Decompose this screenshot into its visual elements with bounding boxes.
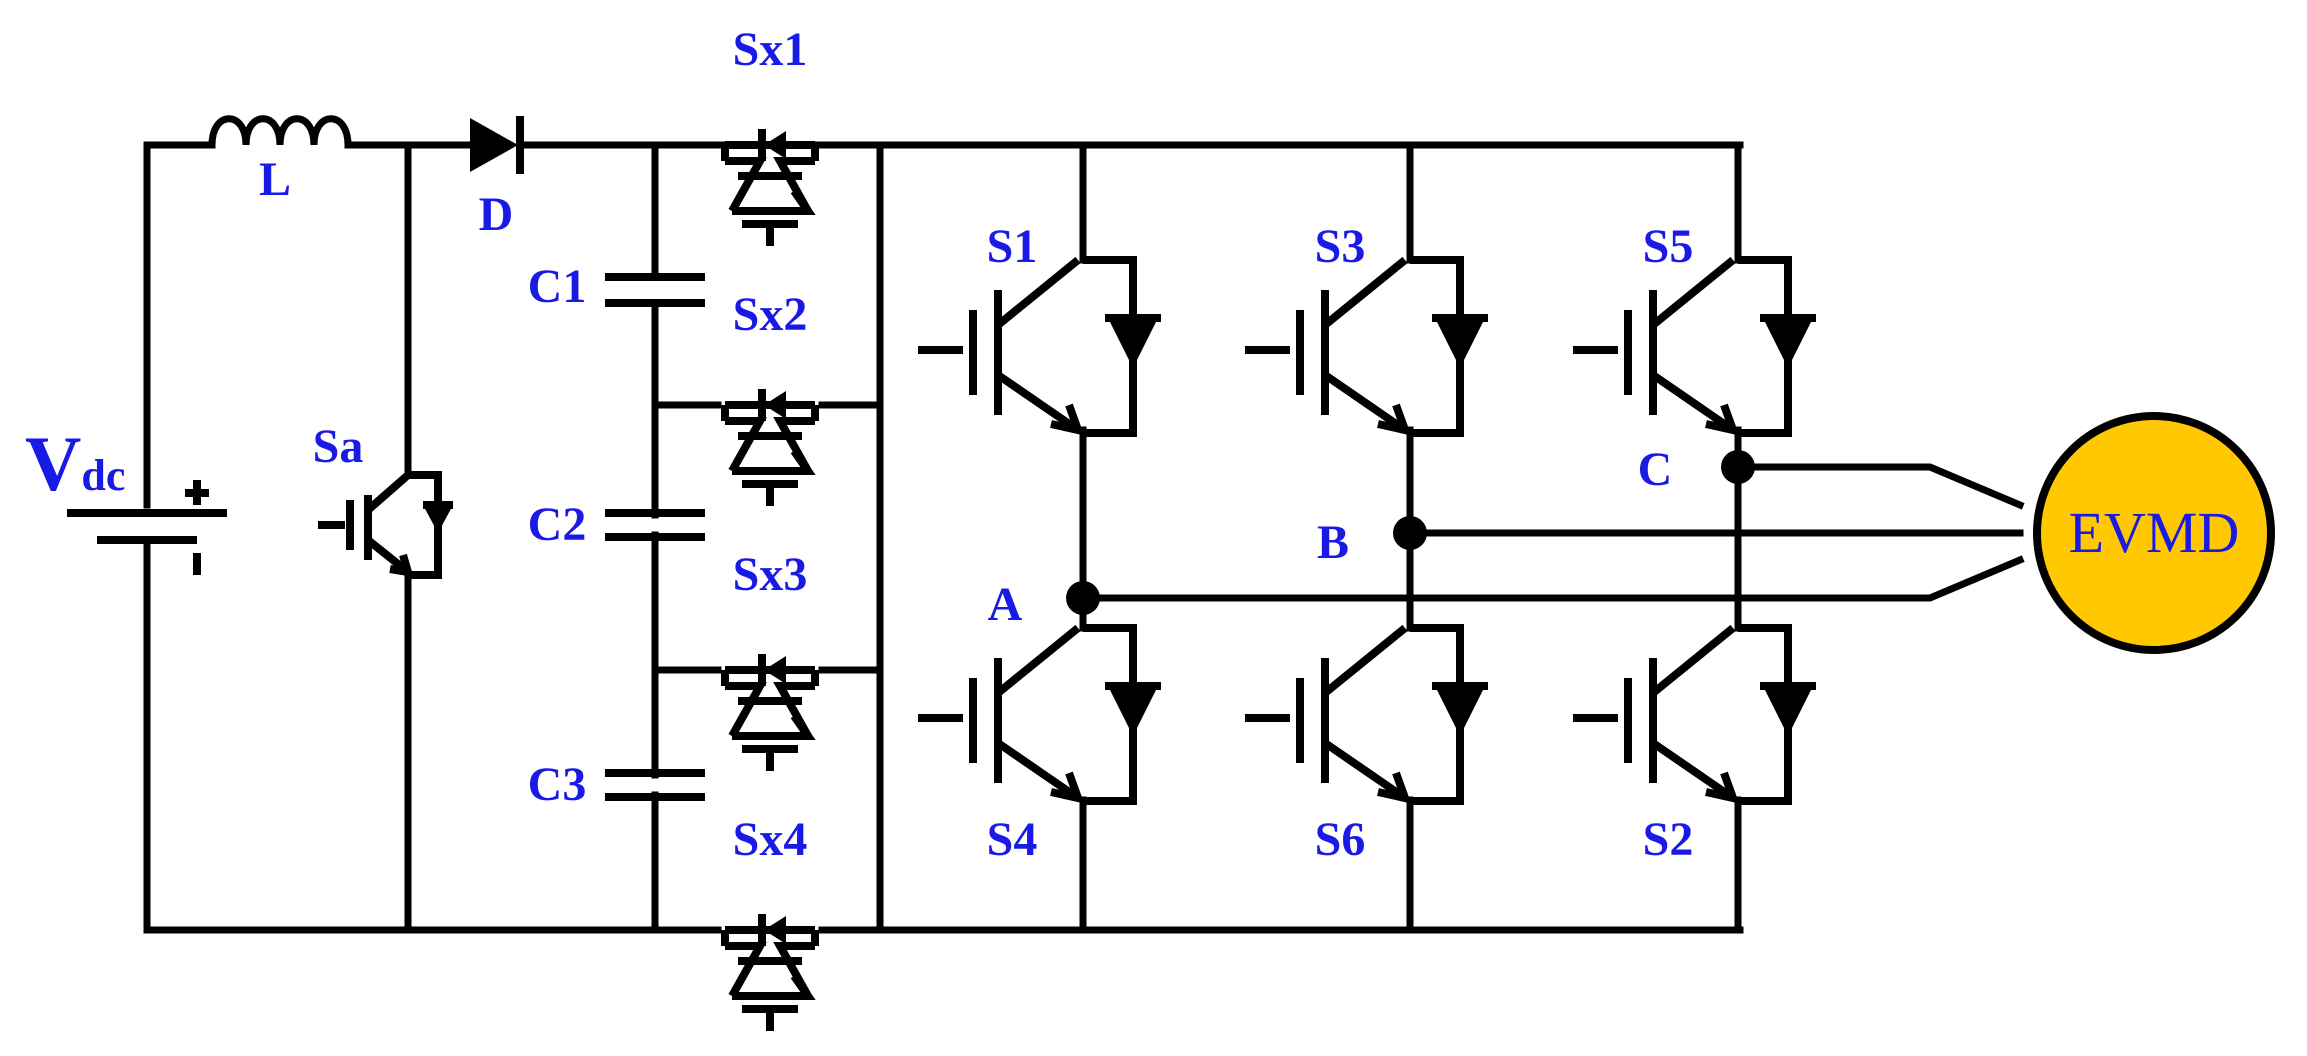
label-c1: C1: [528, 260, 587, 313]
label-vdc-sub: dc: [81, 451, 125, 500]
node-a-dot: [1066, 581, 1100, 615]
inductor-l: [208, 115, 352, 149]
label-node-c: C: [1638, 443, 1673, 496]
node-c-dot: [1721, 450, 1755, 484]
switch-sx3: [725, 654, 815, 771]
label-sx1: Sx1: [733, 23, 808, 76]
label-c2: C2: [528, 498, 587, 551]
igbt-s4: [918, 628, 1161, 801]
aux-switch-sa: [318, 471, 453, 579]
label-diode-d: D: [479, 188, 514, 241]
igbt-s6: [1245, 628, 1488, 801]
label-s3: S3: [1315, 220, 1366, 273]
switch-sx1: [714, 129, 826, 246]
label-s6: S6: [1315, 813, 1366, 866]
motor-evmd: [2033, 412, 2275, 654]
label-node-a: A: [988, 578, 1023, 631]
label-sx3: Sx3: [733, 548, 808, 601]
label-sx4: Sx4: [733, 813, 808, 866]
label-s1: S1: [987, 220, 1038, 273]
label-sa: Sa: [313, 420, 364, 473]
diode-d: [470, 116, 524, 174]
label-c3: C3: [528, 758, 587, 811]
label-sx2: Sx2: [733, 288, 808, 341]
capacitor-c1: [605, 273, 705, 307]
igbt-s3: [1245, 260, 1488, 433]
switch-sx2: [725, 389, 815, 506]
label-s4: S4: [987, 813, 1038, 866]
label-s2: S2: [1643, 813, 1694, 866]
label-s5: S5: [1643, 220, 1694, 273]
capacitor-c3: [605, 769, 705, 801]
node-b-dot: [1393, 516, 1427, 550]
label-vdc-main: V: [25, 420, 81, 507]
igbt-s5: [1573, 260, 1816, 433]
label-node-b: B: [1317, 516, 1349, 569]
igbt-s2: [1573, 628, 1816, 801]
labels: Vdc L D Sa C1 C2 C3 Sx1 Sx2 Sx3 Sx4 S1 S…: [25, 23, 2239, 866]
switch-sx4: [725, 914, 815, 1031]
label-inductor-l: L: [259, 153, 291, 206]
igbt-s1: [918, 260, 1161, 433]
bus-wires: [143, 141, 2025, 934]
label-motor: EVMD: [2069, 500, 2240, 565]
capacitor-c2: [605, 509, 705, 541]
label-vdc: Vdc: [25, 420, 125, 507]
dc-source-battery: [67, 480, 227, 575]
